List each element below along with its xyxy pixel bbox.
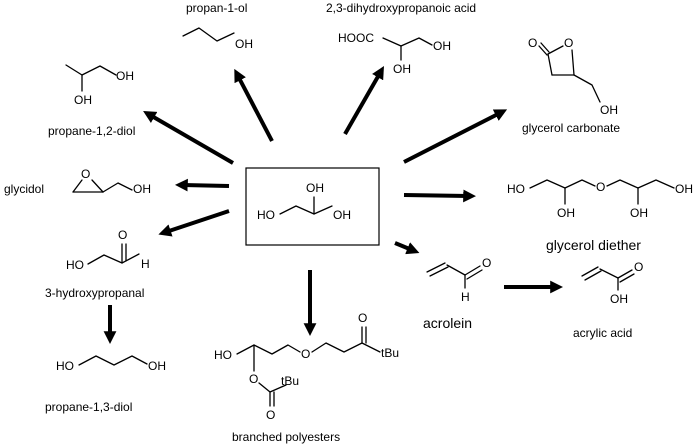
acrylic-acid-oh: OH (610, 292, 628, 306)
propane-1-3-diol-label: propane-1,3-diol (45, 400, 132, 414)
glycerol-diether-oh-right: OH (630, 206, 648, 220)
branched-polyesters-label: branched polyesters (232, 430, 340, 444)
polyester-tbu-top: tBu (381, 346, 399, 360)
glycerol-structure: HO OH OH (245, 167, 380, 246)
glycerol-oh-right: OH (333, 208, 351, 222)
glycerol-box (245, 167, 380, 246)
polyester-tbu-bottom: tBu (281, 374, 299, 388)
arrow-to-acrolein (394, 241, 420, 255)
arrow-to-propan-1-ol (234, 68, 274, 142)
glycerol-diether-ho: HO (507, 182, 525, 196)
propane-1-2-diol-oh-right: OH (116, 69, 134, 83)
glycerol-diether-o: O (596, 180, 605, 194)
arrow-to-glycerol-carbonate (403, 109, 508, 164)
hydroxypropanal-label: 3-hydroxypropanal (45, 286, 144, 300)
hydroxypropanal-group: HO O H 3-hydroxypropanal (45, 228, 150, 300)
arrow-to-glycidol (175, 178, 230, 192)
arrow-to-dihydroxypropanoic-acid (343, 66, 384, 135)
dihydroxypropanoic-acid-group: 2,3-dihydroxypropanoic acid HOOC OH OH (326, 1, 476, 76)
arrow-to-hydroxypropanal (158, 209, 230, 237)
propane-1-3-diol-ho: HO (56, 359, 74, 373)
glycerol-carbonate-label: glycerol carbonate (522, 121, 620, 135)
propane-1-2-diol-label: propane-1,2-diol (48, 124, 135, 138)
acrolein-label: acrolein (423, 315, 472, 331)
arrow-to-propane-1-2-diol (143, 110, 235, 165)
dihydroxypropanoic-acid-hooc: HOOC (338, 31, 374, 45)
glycidol-group: glycidol O OH (4, 167, 151, 196)
glycerol-diether-group: HO OH O OH OH glycerol diether (507, 179, 693, 253)
polyester-o-ketone: O (358, 311, 367, 325)
dihydroxypropanoic-acid-oh-right: OH (433, 39, 451, 53)
glycerol-carbonate-oh: OH (600, 103, 618, 117)
glycerol-oh-top: OH (306, 181, 324, 195)
propane-1-3-diol-oh: OH (148, 359, 166, 373)
glycerol-carbonate-o-ring: O (564, 36, 573, 50)
glycerol-diether-oh-end: OH (675, 182, 693, 196)
acrolein-o: O (482, 256, 491, 270)
dihydroxypropanoic-acid-label: 2,3-dihydroxypropanoic acid (326, 1, 476, 15)
polyester-o-ether: O (301, 347, 310, 361)
polyester-o-ester: O (249, 372, 258, 386)
glycidol-o: O (81, 167, 90, 181)
polyester-o-carbonyl: O (266, 408, 275, 422)
acrylic-acid-group: O OH acrylic acid (573, 260, 643, 340)
acrylic-acid-label: acrylic acid (573, 326, 632, 340)
polyester-ho: HO (214, 348, 232, 362)
propan-1-ol-group: propan-1-ol OH (182, 1, 253, 51)
glycerol-carbonate-o-exo: O (528, 36, 537, 50)
glycidol-label: glycidol (4, 182, 44, 196)
hydroxypropanal-h: H (141, 257, 150, 271)
acrolein-h: H (461, 290, 470, 304)
arrow-to-glycerol-diether (403, 189, 476, 203)
dihydroxypropanoic-acid-oh-bottom: OH (393, 62, 411, 76)
propan-1-ol-label: propan-1-ol (186, 1, 247, 15)
propan-1-ol-oh: OH (235, 37, 253, 51)
hydroxypropanal-o: O (118, 228, 127, 242)
acrylic-acid-o: O (634, 260, 643, 274)
acrolein-group: O H acrolein (423, 256, 491, 331)
reaction-arrows (103, 66, 563, 344)
propane-1-2-diol-group: OH OH propane-1,2-diol (48, 64, 135, 138)
glycerol-diether-oh-left: OH (557, 206, 575, 220)
glycerol-carbonate-group: O O OH glycerol carbonate (522, 36, 620, 135)
branched-polyesters-group: HO O O tBu O O tBu branched polyesters (214, 311, 399, 444)
glycerol-ho-label: HO (257, 208, 275, 222)
propane-1-3-diol-group: HO OH propane-1,3-diol (45, 355, 166, 414)
glycidol-oh: OH (133, 182, 151, 196)
propane-1-2-diol-oh-bottom: OH (74, 93, 92, 107)
hydroxypropanal-ho: HO (66, 258, 84, 272)
glycerol-diether-label: glycerol diether (546, 237, 641, 253)
